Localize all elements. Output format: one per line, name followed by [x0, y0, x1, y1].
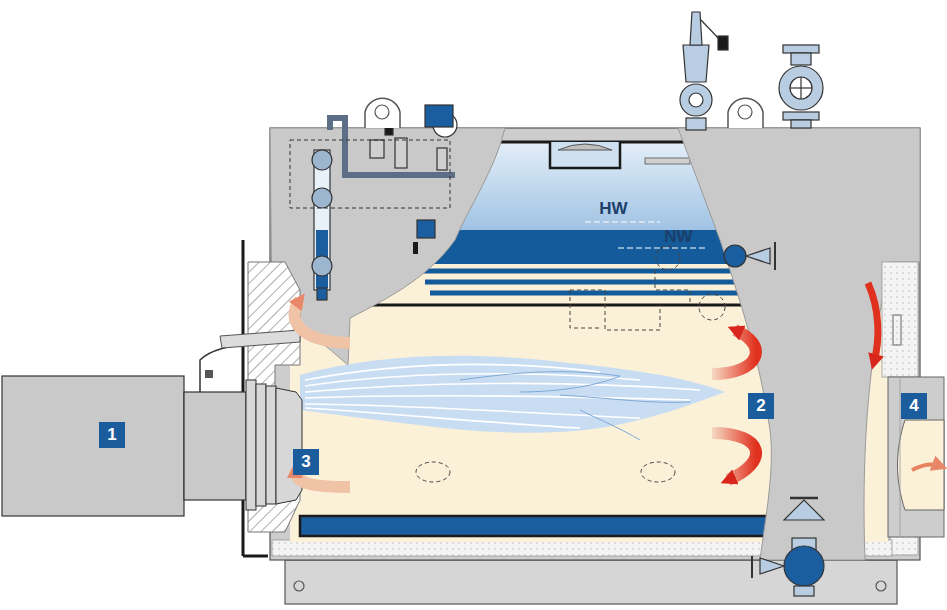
- callout-box: 2: [748, 393, 774, 419]
- callout-box: 4: [901, 393, 927, 419]
- level-marker: NW: [662, 226, 695, 248]
- callout-box: 3: [293, 449, 319, 475]
- water-level-label: HW: [599, 199, 627, 219]
- callout-number: 4: [909, 396, 918, 416]
- callout-number: 3: [301, 452, 310, 472]
- callout-box: 1: [99, 422, 125, 448]
- level-marker: HW: [597, 198, 630, 220]
- water-level-label: NW: [664, 227, 692, 247]
- callout-number: 1: [107, 425, 116, 445]
- callout-number: 2: [756, 396, 765, 416]
